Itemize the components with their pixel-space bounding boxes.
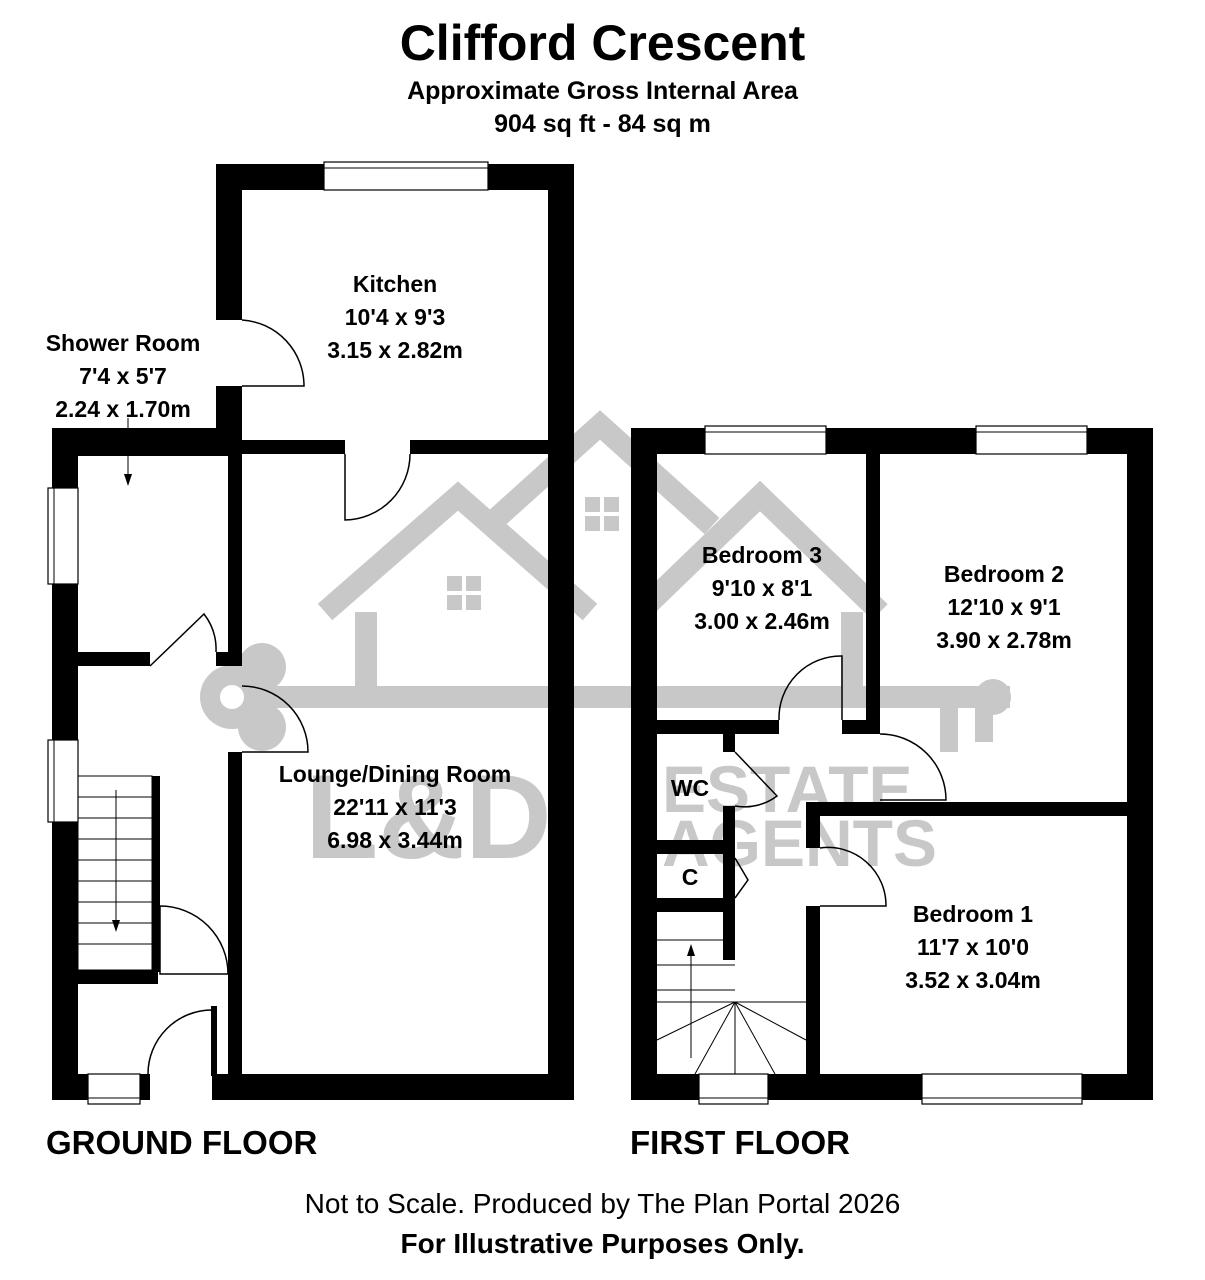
room-label-lounge: Lounge/Dining Room 22'11 x 11'3 6.98 x 3… (279, 761, 512, 853)
area-caption: Approximate Gross Internal Area (407, 77, 798, 105)
svg-text:Bedroom 3: Bedroom 3 (702, 542, 822, 568)
first-floor-walls (631, 428, 1153, 1100)
svg-text:3.52 x 3.04m: 3.52 x 3.04m (905, 967, 1041, 993)
footer-scale-note: Not to Scale. Produced by The Plan Porta… (304, 1188, 901, 1219)
ground-floor-label: GROUND FLOOR (46, 1124, 318, 1161)
room-label-shower-room: Shower Room 7'4 x 5'7 2.24 x 1.70m (46, 330, 201, 422)
svg-text:3.15 x 2.82m: 3.15 x 2.82m (327, 337, 463, 363)
plan-title: Clifford Crescent (399, 15, 806, 71)
room-label-wc: WC (671, 775, 709, 801)
watermark-brand: L&D (305, 750, 552, 884)
svg-text:22'11 x 11'3: 22'11 x 11'3 (333, 794, 457, 820)
svg-text:3.00 x 2.46m: 3.00 x 2.46m (694, 608, 830, 634)
ground-floor-stairs (77, 418, 153, 971)
svg-text:10'4 x 9'3: 10'4 x 9'3 (345, 304, 445, 330)
watermark-logo: L&D ESTATE AGENTS (200, 410, 1011, 884)
ground-floor-walls (52, 164, 574, 1100)
first-floor-stairs (656, 939, 807, 1075)
svg-text:11'7 x 10'0: 11'7 x 10'0 (917, 934, 1029, 960)
room-label-kitchen: Kitchen 10'4 x 9'3 3.15 x 2.82m (327, 271, 463, 363)
svg-text:9'10 x 8'1: 9'10 x 8'1 (712, 575, 813, 601)
svg-text:Kitchen: Kitchen (353, 271, 437, 297)
svg-text:2.24 x 1.70m: 2.24 x 1.70m (55, 396, 191, 422)
ground-floor-doors (147, 319, 411, 1075)
svg-text:12'10 x 9'1: 12'10 x 9'1 (947, 594, 1060, 620)
room-label-bedroom-1: Bedroom 1 11'7 x 10'0 3.52 x 3.04m (905, 901, 1041, 993)
svg-text:Bedroom 1: Bedroom 1 (913, 901, 1033, 927)
svg-text:Lounge/Dining Room: Lounge/Dining Room (279, 761, 512, 787)
footer-disclaimer: For Illustrative Purposes Only. (400, 1228, 805, 1259)
room-label-cupboard: C (682, 864, 699, 890)
ground-floor-windows (47, 161, 489, 1105)
svg-text:Bedroom 2: Bedroom 2 (944, 561, 1064, 587)
first-floor-windows (698, 425, 1088, 1105)
svg-text:6.98 x 3.44m: 6.98 x 3.44m (327, 827, 463, 853)
svg-text:Shower Room: Shower Room (46, 330, 201, 356)
first-floor-label: FIRST FLOOR (630, 1124, 850, 1161)
room-label-bedroom-2: Bedroom 2 12'10 x 9'1 3.90 x 2.78m (936, 561, 1072, 653)
area-value: 904 sq ft - 84 sq m (494, 110, 711, 138)
svg-text:7'4 x 5'7: 7'4 x 5'7 (79, 363, 167, 389)
first-floor-doors (734, 655, 947, 907)
svg-text:3.90 x 2.78m: 3.90 x 2.78m (936, 627, 1072, 653)
room-label-bedroom-3: Bedroom 3 9'10 x 8'1 3.00 x 2.46m (694, 542, 830, 634)
